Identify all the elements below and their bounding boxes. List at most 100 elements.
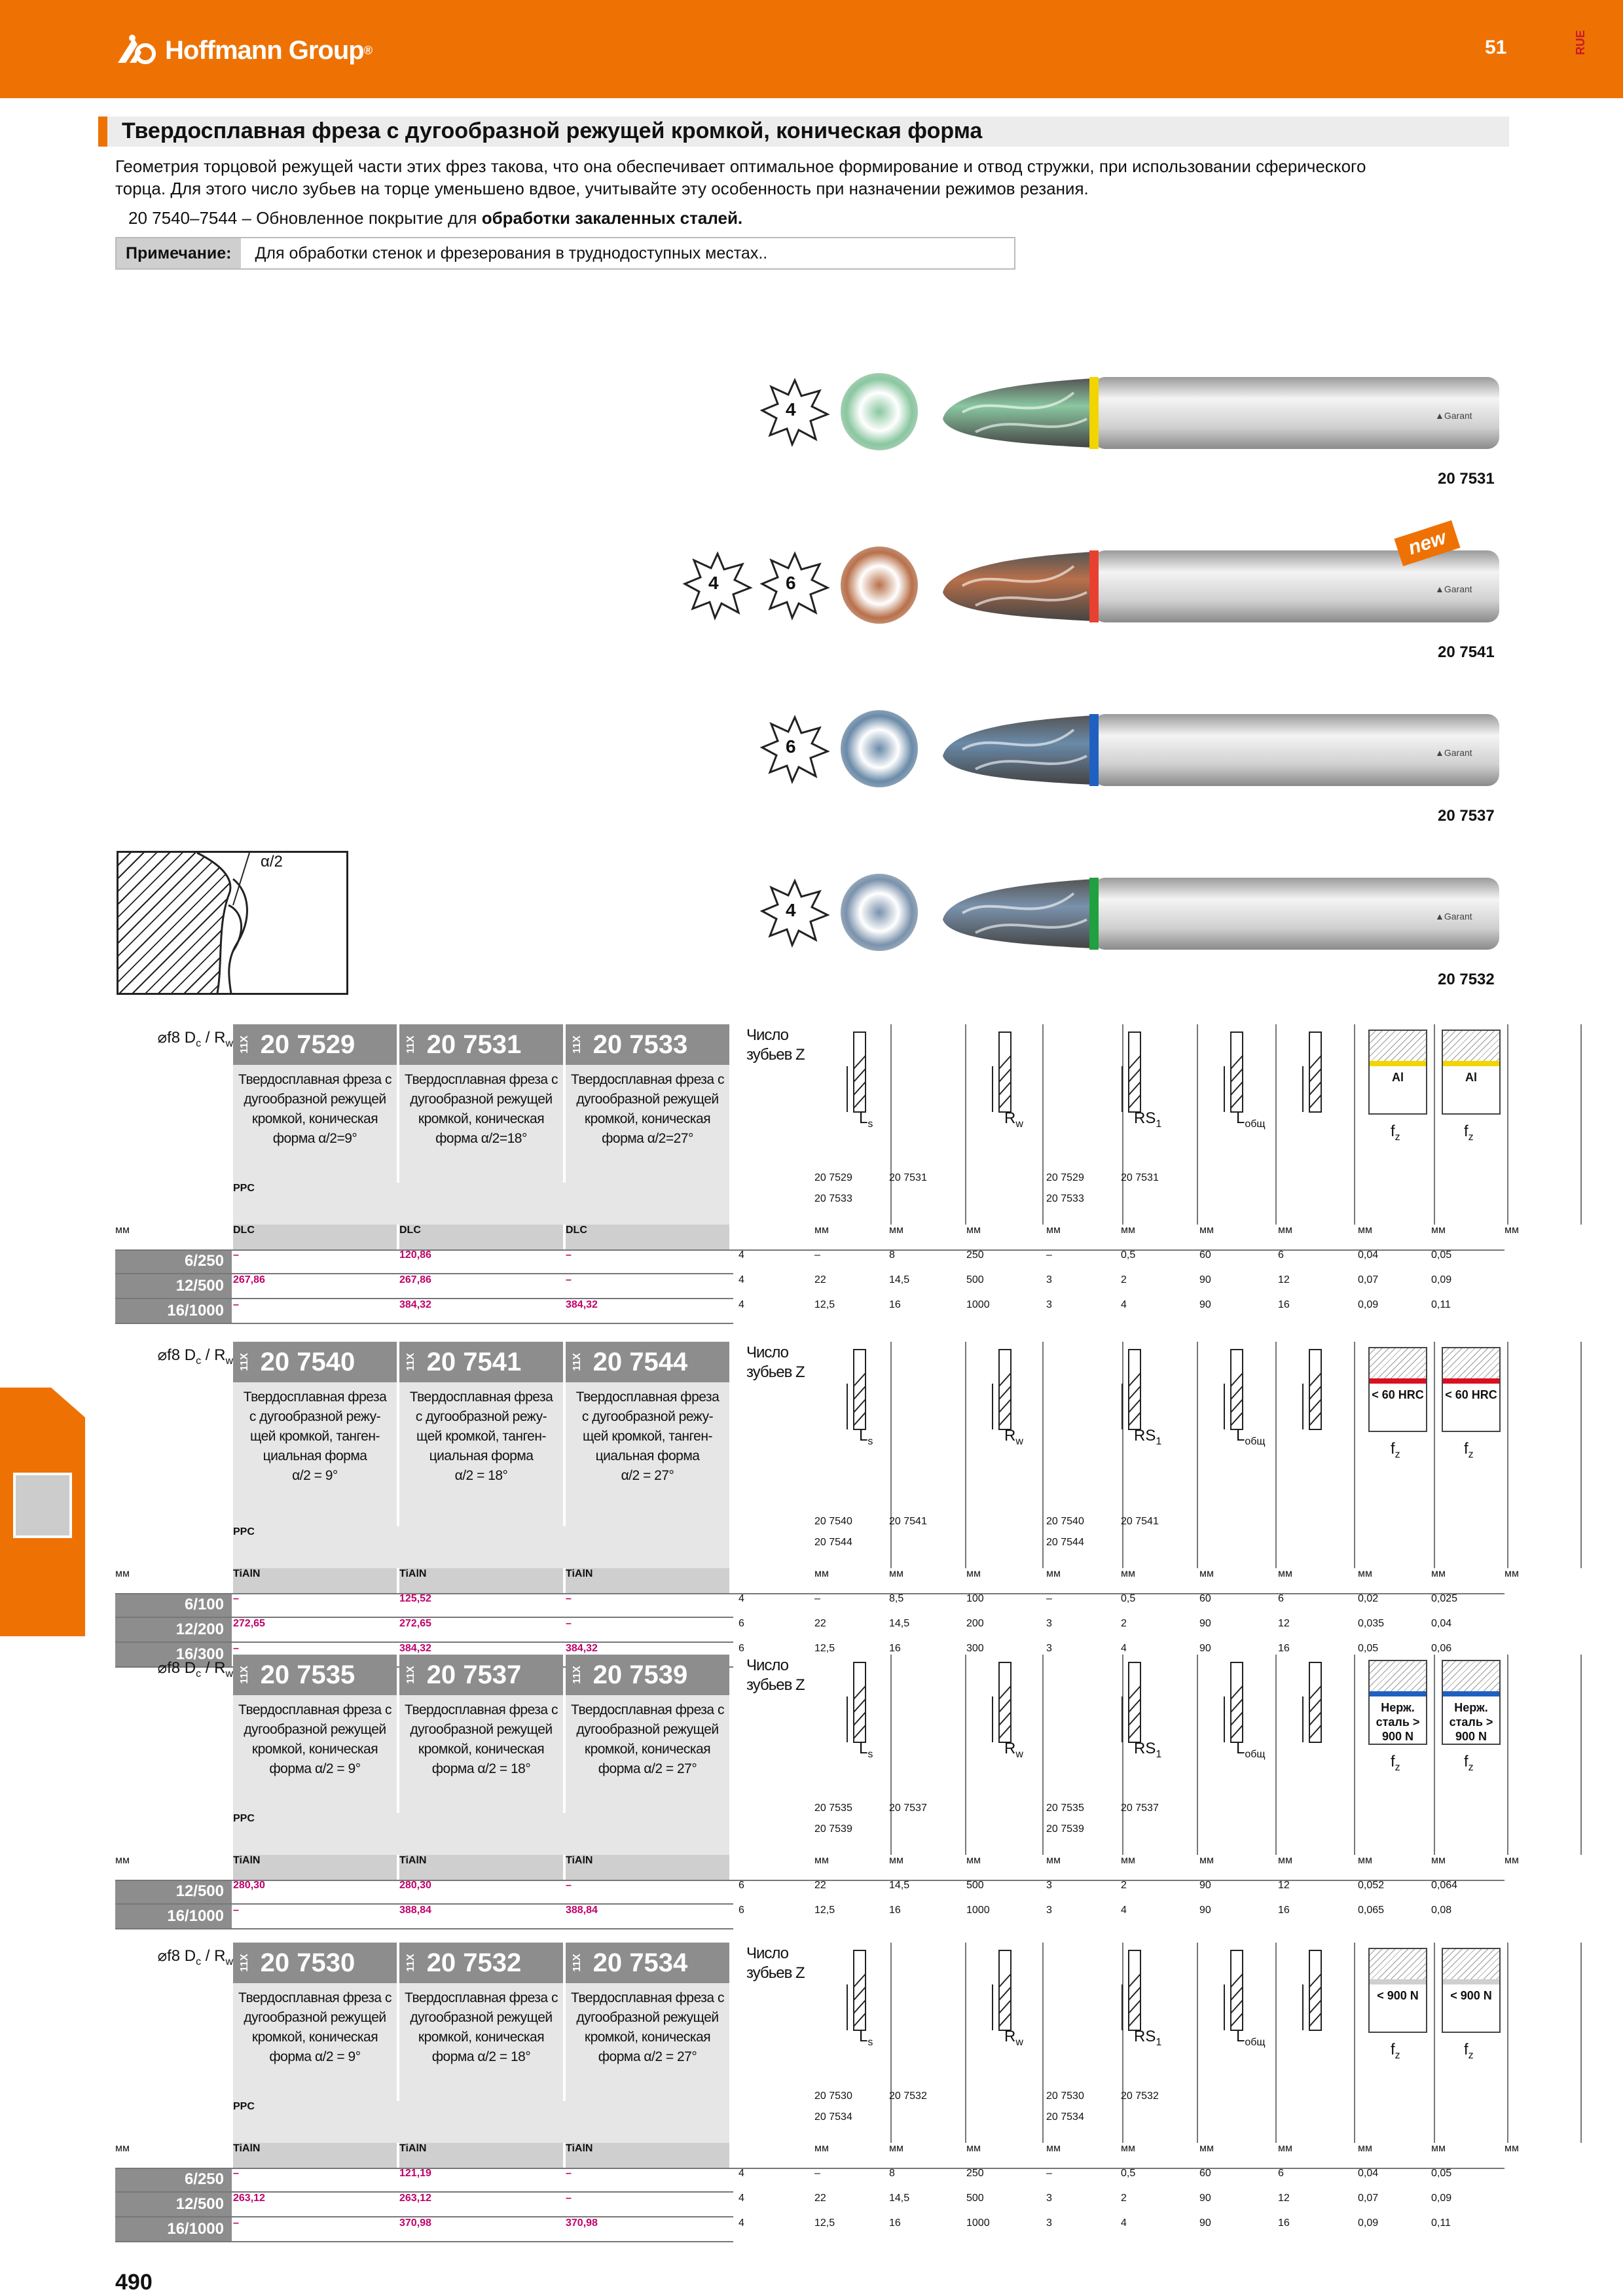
param-sub: w [1015, 1435, 1023, 1447]
end-mill-icon [990, 1030, 1020, 1118]
row-divider [115, 2216, 733, 2217]
value-cell: 4 [1121, 2217, 1127, 2229]
column-divider [1197, 1943, 1198, 2143]
tool-image: ▲Garant [936, 373, 1509, 453]
value-cell: 1000 [966, 1299, 990, 1310]
article-code: 20 7544 [593, 1347, 688, 1376]
param-letter: R [1004, 2028, 1016, 2045]
parameter-label: Lобщ [1236, 1109, 1266, 1130]
value-cell: 6 [1278, 2168, 1284, 2179]
column-divider [1122, 1342, 1123, 1568]
dim-label: ⌀f8 D [157, 1659, 196, 1677]
tx-label: 11X [238, 1666, 250, 1684]
param-letter: R [1004, 1740, 1016, 1757]
language-code: RUE [1574, 29, 1587, 55]
description-line: Твердосплавная фреза с [571, 1072, 724, 1087]
row-divider [115, 1903, 733, 1905]
brand-mark: ® [363, 43, 373, 57]
description-line: циальная форма [263, 1448, 367, 1463]
value-cell: 16 [889, 1905, 901, 1916]
coating-label: TiAlN [233, 1568, 397, 1593]
tx-label: 11X [405, 1954, 416, 1972]
value-cell: 0,04 [1358, 1249, 1379, 1261]
value-cell: – [1046, 1249, 1052, 1261]
param-sub: общ [1245, 1118, 1266, 1130]
price-cell: 272,65 [399, 1618, 431, 1629]
price-cell: – [566, 1593, 572, 1604]
value-cell: 4 [739, 1299, 744, 1310]
column-divider [1434, 1943, 1435, 2143]
value-cell: 12 [1278, 2193, 1290, 2204]
value-cell: 0,025 [1431, 1593, 1458, 1604]
value-cell: 90 [1199, 1880, 1211, 1891]
value-cell: 16 [1278, 1643, 1290, 1654]
value-cell: 12,5 [814, 2217, 835, 2229]
description-line: α/2 = 27° [621, 1468, 674, 1483]
end-mill-icon [1300, 1030, 1330, 1118]
unit-label: мм [1278, 1225, 1292, 1236]
value-cell: 90 [1199, 1299, 1211, 1310]
group-code: 20 7534 [1046, 2111, 1084, 2123]
fz-letter: f [1464, 1753, 1468, 1770]
group-code: 20 7532 [1121, 2090, 1159, 2102]
unit-label: мм [889, 1855, 903, 1866]
unit-label: мм [814, 1855, 829, 1866]
description-line: α/2 = 18° [454, 1468, 508, 1483]
material-label: < 60 HRC [1372, 1388, 1424, 1401]
dimension-label: ⌀f8 Dc / Rw [115, 1659, 233, 1680]
column-divider [1122, 1943, 1123, 2143]
group-code: 20 7533 [1046, 1193, 1084, 1204]
size-cell: 6/250 [115, 1249, 232, 1273]
price-cell: 384,32 [566, 1299, 598, 1310]
ppc-label: PPC [233, 1526, 729, 1568]
column-divider [1507, 1943, 1508, 2143]
teeth-label-line: Число [746, 1945, 789, 1962]
dim-label: ⌀f8 D [157, 1029, 196, 1047]
table-rule [115, 1593, 1504, 1594]
value-cell: 22 [814, 1618, 826, 1629]
svg-text:▲Garant: ▲Garant [1435, 747, 1472, 758]
column-divider [965, 1655, 966, 1855]
description-line: форма α/2 = 27° [598, 2049, 697, 2064]
material-box: < 60 HRC [1442, 1347, 1501, 1432]
value-cell: 4 [739, 1593, 744, 1604]
value-cell: 0,05 [1431, 2168, 1452, 2179]
price-cell: 280,30 [399, 1880, 431, 1891]
unit-label-left: мм [115, 2143, 130, 2154]
description-line: Твердосплавная фреза с [405, 1702, 558, 1717]
material-color-bar [1370, 1348, 1426, 1384]
tool-image: ▲Garant [936, 874, 1509, 954]
unit-label: мм [1199, 2143, 1214, 2154]
param-letter: L [1236, 1740, 1245, 1757]
parameter-label: Lобщ [1236, 1740, 1266, 1761]
unit-label: мм [1431, 1225, 1446, 1236]
value-cell: 0,09 [1358, 2217, 1379, 2229]
teeth-count: 6 [786, 736, 796, 757]
price-cell: 267,86 [399, 1274, 431, 1285]
unit-label: мм [1358, 1568, 1372, 1579]
price-cell: – [566, 2193, 572, 2204]
value-cell: 3 [1046, 1643, 1052, 1654]
value-cell: 4 [739, 1249, 744, 1261]
param-sub: общ [1245, 1748, 1266, 1760]
end-mill-icon [990, 1660, 1020, 1748]
description-line: щей кромкой, танген- [583, 1429, 712, 1444]
param-sub: s [867, 1435, 873, 1447]
param-sub: общ [1245, 1435, 1266, 1447]
tx-label: 11X [405, 1353, 416, 1371]
column-divider [1354, 1943, 1355, 2143]
feed-label: fz [1464, 1753, 1474, 1774]
unit-label: мм [889, 1225, 903, 1236]
column-divider [1580, 1655, 1582, 1855]
param-letter: RS [1134, 1109, 1156, 1127]
unit-label-left: мм [115, 1855, 130, 1866]
coating-bold: обработки закаленных сталей. [481, 208, 743, 228]
param-letter: L [1236, 2028, 1245, 2045]
value-cell: 250 [966, 2168, 984, 2179]
price-cell: 384,32 [399, 1299, 431, 1310]
description-line-1: Геометрия торцовой режущей части этих фр… [115, 156, 1366, 176]
end-mill-icon [1120, 1347, 1150, 1435]
size-cell: 6/100 [115, 1593, 232, 1617]
